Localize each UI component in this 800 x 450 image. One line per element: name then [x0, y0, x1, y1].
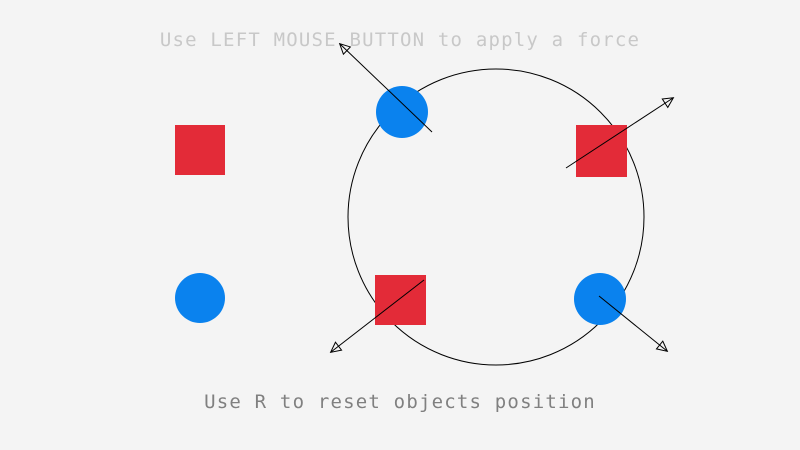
body-circle[interactable] [574, 273, 626, 325]
hint-text-apply-force: Use LEFT MOUSE BUTTON to apply a force [159, 29, 641, 51]
body-box[interactable] [175, 125, 225, 175]
hint-text-reset-objects: Use R to reset objects position [204, 391, 596, 413]
velocity-vector-arrow [565, 98, 673, 169]
rigid-bodies-layer [175, 86, 627, 325]
body-box[interactable] [375, 275, 426, 325]
body-circle[interactable] [376, 86, 428, 138]
static-circle-boundary [347, 68, 645, 366]
velocity-vectors-layer [331, 44, 673, 352]
velocity-vector-arrow [331, 279, 425, 352]
velocity-vector-arrow [598, 295, 667, 351]
body-circle[interactable] [175, 273, 225, 323]
velocity-vector-arrow [340, 44, 433, 133]
